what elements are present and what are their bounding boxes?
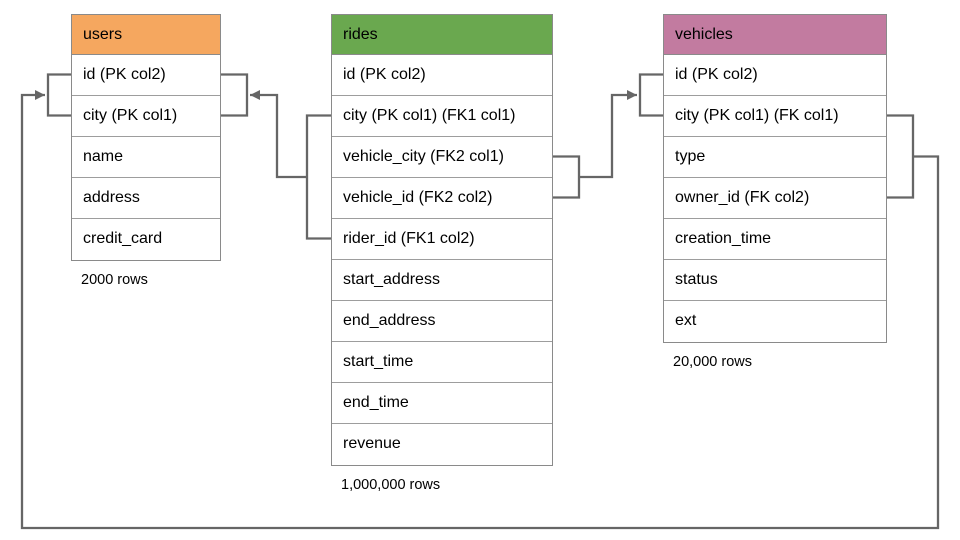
table-row: id (PK col2) xyxy=(72,55,220,96)
fk-vehicles-bracket xyxy=(887,114,915,199)
fk2-arrow-line xyxy=(579,90,637,179)
table-row: id (PK col2) xyxy=(332,55,552,96)
table-row: end_address xyxy=(332,301,552,342)
fk2-connector-rides-to-vehicles xyxy=(553,73,663,199)
fk2-vehicles-bracket xyxy=(638,73,663,117)
row-count-label: 1,000,000 rows xyxy=(341,477,441,493)
table-header: vehicles xyxy=(664,15,886,55)
table-row: vehicle_id (FK2 col2) xyxy=(332,178,552,219)
table-row: city (PK col1) xyxy=(72,96,220,137)
table-row: city (PK col1) (FK1 col1) xyxy=(332,96,552,137)
table-rides-box: rides id (PK col2) city (PK col1) (FK1 c… xyxy=(331,14,553,466)
fk1-rides-bracket xyxy=(305,114,331,240)
table-row: ext xyxy=(664,301,886,342)
table-row: end_time xyxy=(332,383,552,424)
table-header: rides xyxy=(332,15,552,55)
table-vehicles: vehicles id (PK col2) city (PK col1) (FK… xyxy=(663,14,887,370)
row-count-label: 20,000 rows xyxy=(673,354,752,370)
table-rides: rides id (PK col2) city (PK col1) (FK1 c… xyxy=(331,14,553,493)
fk-users-bracket xyxy=(46,73,71,117)
table-row: city (PK col1) (FK col1) xyxy=(664,96,886,137)
table-row: revenue xyxy=(332,424,552,465)
table-row: start_address xyxy=(332,260,552,301)
table-row: rider_id (FK1 col2) xyxy=(332,219,552,260)
fk2-rides-bracket xyxy=(553,155,581,199)
table-vehicles-box: vehicles id (PK col2) city (PK col1) (FK… xyxy=(663,14,887,343)
table-row: name xyxy=(72,137,220,178)
table-row: type xyxy=(664,137,886,178)
table-row: status xyxy=(664,260,886,301)
fk1-arrow-line xyxy=(250,90,307,179)
table-row: vehicle_city (FK2 col1) xyxy=(332,137,552,178)
table-row: owner_id (FK col2) xyxy=(664,178,886,219)
table-row: credit_card xyxy=(72,219,220,260)
table-row: id (PK col2) xyxy=(664,55,886,96)
table-users: users id (PK col2) city (PK col1) name a… xyxy=(71,14,221,288)
table-row: creation_time xyxy=(664,219,886,260)
table-header: users xyxy=(72,15,220,55)
table-row: start_time xyxy=(332,342,552,383)
row-count-label: 2000 rows xyxy=(81,272,148,288)
table-row: address xyxy=(72,178,220,219)
fk1-users-bracket xyxy=(221,73,249,117)
table-users-box: users id (PK col2) city (PK col1) name a… xyxy=(71,14,221,261)
fk1-connector-rides-to-users xyxy=(221,73,331,240)
